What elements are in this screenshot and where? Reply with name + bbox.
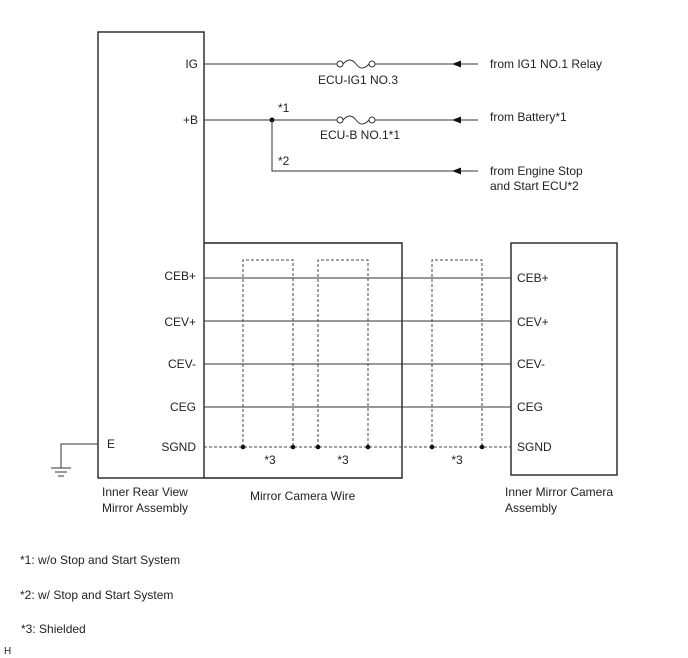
camera-label-line2: Assembly	[505, 501, 557, 515]
rear-mirror-label-line1: Inner Rear View	[102, 485, 188, 499]
pin-label-ceg: CEG	[170, 400, 196, 414]
arrow-icon	[452, 60, 461, 68]
battery-circuit	[204, 115, 478, 175]
camera-pin-ceb: CEB+	[517, 271, 549, 285]
pin-label-b: +B	[183, 113, 198, 127]
camera-pin-cev-pos: CEV+	[517, 315, 549, 329]
note-3: *3: Shielded	[21, 622, 86, 636]
camera-pin-cev-neg: CEV-	[517, 357, 545, 371]
source-battery: from Battery*1	[490, 110, 567, 124]
mark-star3-c: *3	[451, 453, 463, 467]
camera-pin-ceg: CEG	[517, 400, 543, 414]
rear-mirror-label-line2: Mirror Assembly	[102, 501, 188, 515]
pin-label-ig: IG	[185, 57, 198, 71]
mark-star3-b: *3	[337, 453, 349, 467]
mark-star3-a: *3	[264, 453, 276, 467]
pin-label-cev-neg: CEV-	[168, 357, 196, 371]
camera-box	[510, 242, 618, 476]
corner-code: H	[4, 646, 11, 657]
mark-star2: *2	[278, 154, 290, 168]
signal-lines	[204, 277, 511, 448]
camera-pin-sgnd: SGND	[517, 440, 552, 454]
ig-circuit	[204, 59, 478, 69]
pin-label-sgnd: SGND	[161, 440, 196, 454]
fuse-label-ecub: ECU-B NO.1*1	[320, 128, 400, 142]
camera-label-line1: Inner Mirror Camera	[505, 485, 613, 499]
ground-circuit	[51, 443, 98, 477]
source-engine-line1: from Engine Stop	[490, 164, 583, 178]
shield-loops	[240, 259, 485, 450]
arrow-icon	[452, 116, 461, 124]
camera-wire-label: Mirror Camera Wire	[250, 489, 356, 503]
mark-star1: *1	[278, 101, 290, 115]
fuse-label-ig1: ECU-IG1 NO.3	[318, 73, 398, 87]
rear-mirror-box	[97, 31, 205, 479]
pin-label-e: E	[107, 437, 115, 451]
ground-icon	[51, 467, 71, 477]
note-2: *2: w/ Stop and Start System	[20, 588, 173, 602]
pin-label-cev-pos: CEV+	[164, 315, 196, 329]
source-engine-line2: and Start ECU*2	[490, 179, 579, 193]
source-ig1-relay: from IG1 NO.1 Relay	[490, 57, 602, 71]
note-1: *1: w/o Stop and Start System	[20, 553, 180, 567]
pin-label-ceb: CEB+	[164, 269, 196, 283]
arrow-icon	[452, 167, 461, 175]
camera-wire-box	[204, 242, 403, 479]
